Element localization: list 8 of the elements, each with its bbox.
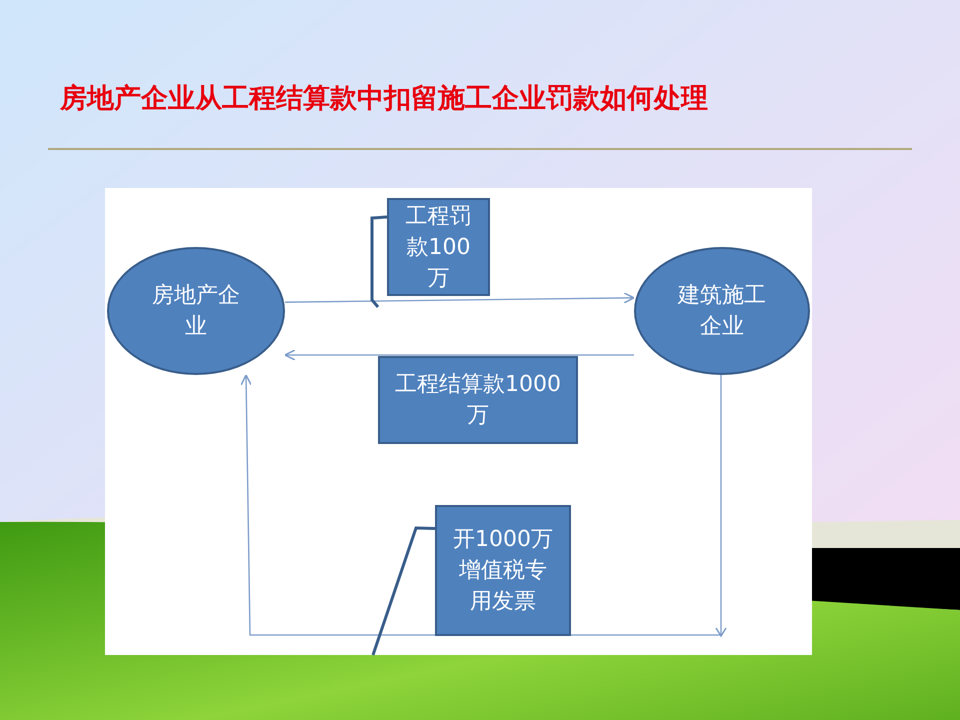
text-box: 工程罚款100万 <box>387 198 490 296</box>
arrow <box>285 292 635 304</box>
text-box: 工程结算款1000万 <box>378 356 578 444</box>
leader-line <box>372 526 436 656</box>
leader-line <box>370 216 388 308</box>
text-box: 开1000万增值税专用发票 <box>435 505 571 636</box>
arrow <box>284 349 634 361</box>
slide-title: 房地产企业从工程结算款中扣留施工企业罚款如何处理 <box>60 82 708 116</box>
